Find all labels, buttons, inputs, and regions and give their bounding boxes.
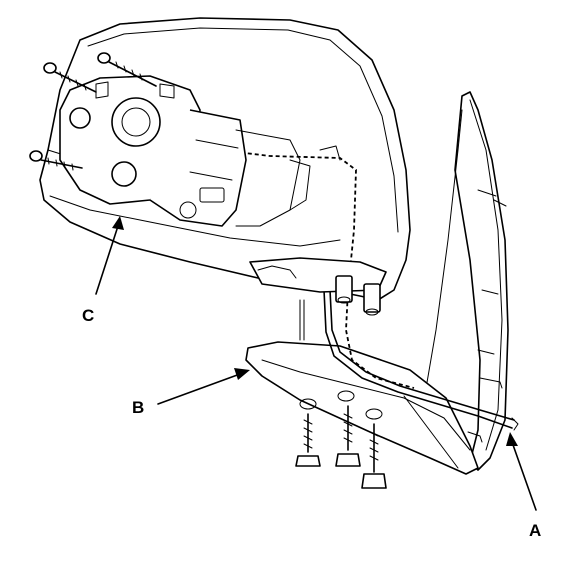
connectors xyxy=(249,257,387,341)
wire-harness xyxy=(219,149,519,431)
arrowhead-a xyxy=(506,432,518,446)
leader-c xyxy=(95,225,119,295)
leader-b xyxy=(157,373,241,405)
mirror-glass xyxy=(423,91,509,471)
screw-upper-right xyxy=(97,52,157,87)
base-mount xyxy=(245,341,479,475)
leader-a xyxy=(511,441,537,511)
base-screw-middle xyxy=(335,405,361,467)
callout-c: C xyxy=(82,306,95,325)
mirror-motor xyxy=(59,75,341,227)
arrowhead-c xyxy=(112,216,124,230)
screw-lower-left xyxy=(29,150,83,171)
base-screw-right xyxy=(361,423,387,489)
leader-lines xyxy=(95,216,537,511)
callout-b: B xyxy=(132,398,145,417)
arrowhead-b xyxy=(234,368,250,380)
screw-upper-left xyxy=(43,62,97,93)
motor-screws xyxy=(29,52,157,171)
callout-a: A xyxy=(529,521,542,540)
base-screw-left xyxy=(295,413,321,467)
base-screws xyxy=(295,405,387,489)
